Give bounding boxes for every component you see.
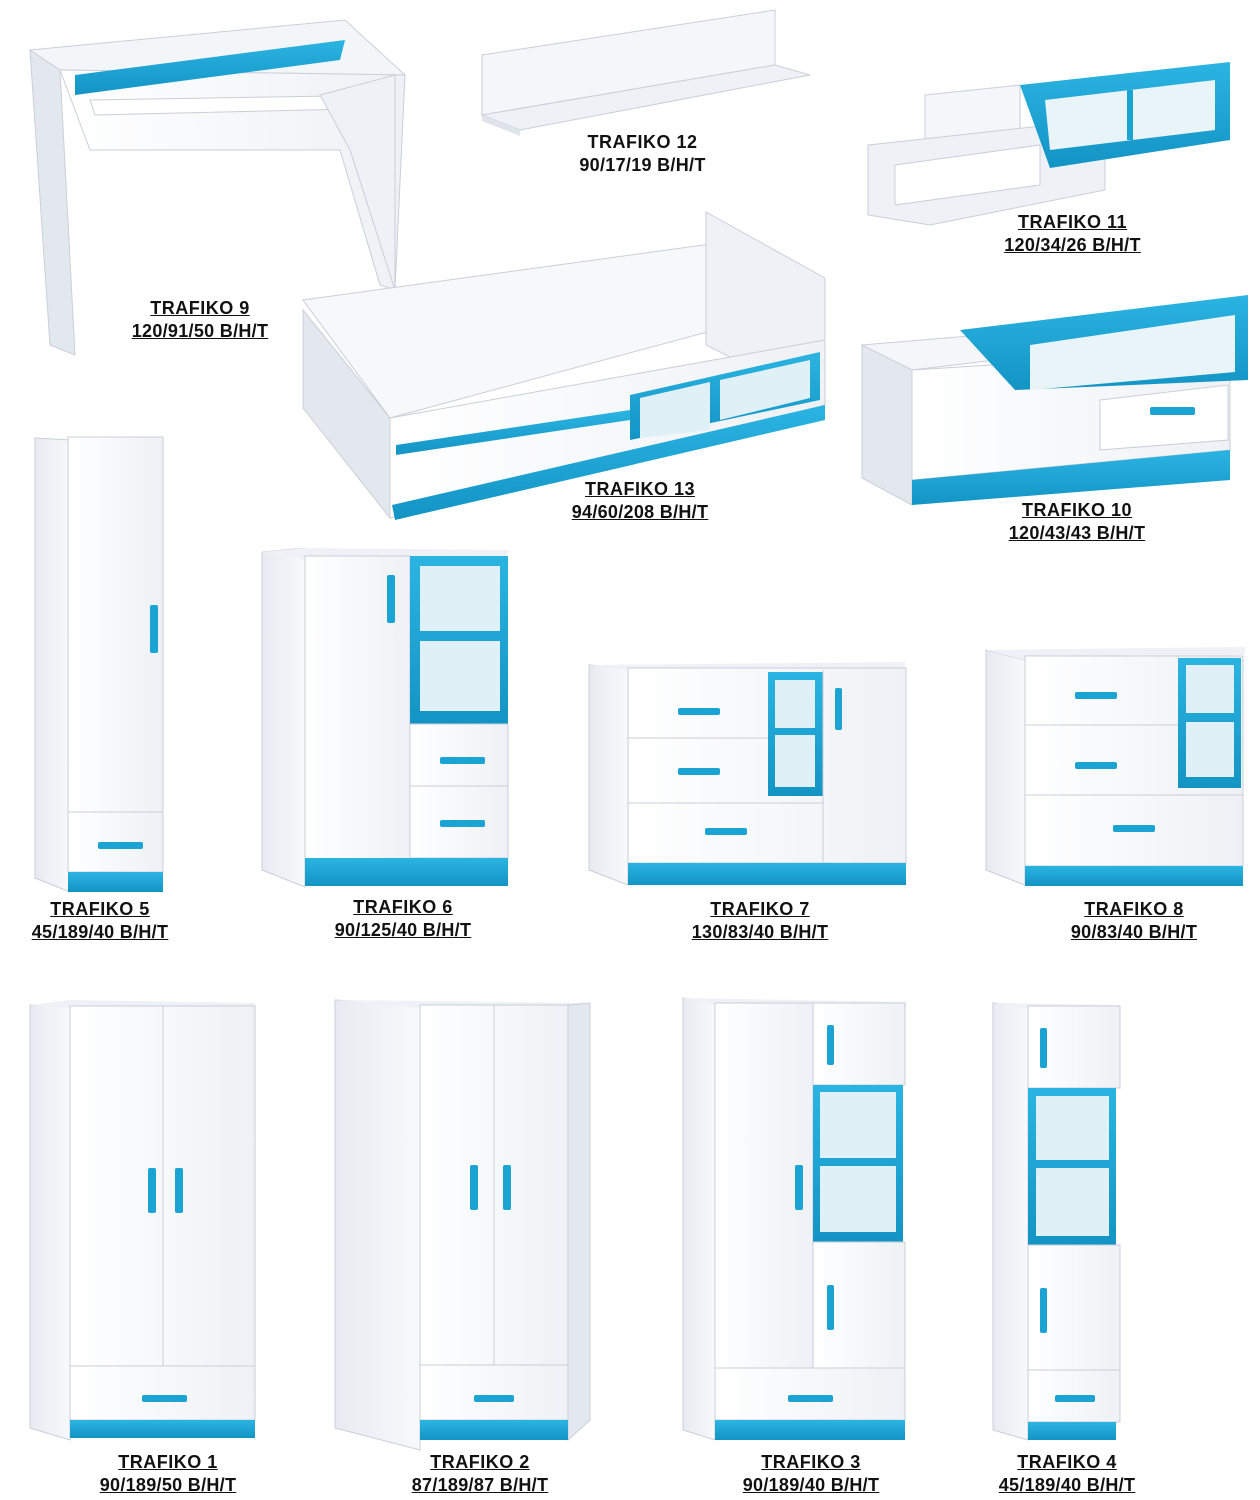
dresser-trafiko-8 xyxy=(985,647,1245,886)
product-name: TRAFIKO 4 xyxy=(1017,1452,1117,1472)
product-dimensions: 90/189/40 B/H/T xyxy=(742,1475,880,1495)
dresser-trafiko-7 xyxy=(588,662,907,886)
product-name: TRAFIKO 6 xyxy=(353,897,453,917)
product-name: TRAFIKO 8 xyxy=(1084,899,1184,919)
label-trafiko-5: TRAFIKO 5 45/189/40 B/H/T xyxy=(0,898,200,944)
product-name: TRAFIKO 2 xyxy=(430,1452,530,1472)
cabinet-trafiko-6 xyxy=(261,547,510,888)
wardrobe-trafiko-3 xyxy=(682,997,906,1441)
product-name: TRAFIKO 10 xyxy=(1021,500,1132,520)
product-name: TRAFIKO 13 xyxy=(584,479,695,499)
product-name: TRAFIKO 12 xyxy=(587,132,698,152)
product-name: TRAFIKO 11 xyxy=(1017,212,1128,232)
label-trafiko-10: TRAFIKO 10 120/43/43 B/H/T xyxy=(977,499,1177,545)
label-trafiko-2: TRAFIKO 2 87/189/87 B/H/T xyxy=(380,1451,580,1497)
product-dimensions: 90/125/40 B/H/T xyxy=(334,920,472,940)
product-dimensions: 120/91/50 B/H/T xyxy=(131,321,269,341)
bed-trafiko-13 xyxy=(302,211,827,520)
product-dimensions: 94/60/208 B/H/T xyxy=(571,502,709,522)
cabinet-trafiko-5 xyxy=(34,436,164,893)
product-name: TRAFIKO 1 xyxy=(118,1452,218,1472)
product-dimensions: 45/189/40 B/H/T xyxy=(31,922,169,942)
label-trafiko-3: TRAFIKO 3 90/189/40 B/H/T xyxy=(711,1451,911,1497)
corner-wardrobe-trafiko-2 xyxy=(334,999,591,1451)
cabinet-trafiko-4 xyxy=(992,1002,1121,1441)
label-trafiko-4: TRAFIKO 4 45/189/40 B/H/T xyxy=(967,1451,1167,1497)
product-name: TRAFIKO 5 xyxy=(50,899,150,919)
label-trafiko-12: TRAFIKO 12 90/17/19 B/H/T xyxy=(545,131,740,177)
label-trafiko-11: TRAFIKO 11 120/34/26 B/H/T xyxy=(975,211,1170,257)
product-name: TRAFIKO 9 xyxy=(150,298,250,318)
product-name: TRAFIKO 7 xyxy=(710,899,810,919)
desk-trafiko-9 xyxy=(28,19,407,356)
product-dimensions: 90/83/40 B/H/T xyxy=(1070,922,1198,942)
wall-shelf-trafiko-11 xyxy=(867,62,1230,226)
label-trafiko-9: TRAFIKO 9 120/91/50 B/H/T xyxy=(100,297,300,343)
product-dimensions: 120/43/43 B/H/T xyxy=(1008,523,1146,543)
label-trafiko-7: TRAFIKO 7 130/83/40 B/H/T xyxy=(660,898,860,944)
label-trafiko-1: TRAFIKO 1 90/189/50 B/H/T xyxy=(68,1451,268,1497)
label-trafiko-8: TRAFIKO 8 90/83/40 B/H/T xyxy=(1034,898,1234,944)
product-name: TRAFIKO 3 xyxy=(761,1452,861,1472)
product-dimensions: 120/34/26 B/H/T xyxy=(1004,235,1141,255)
shelf-trafiko-12 xyxy=(480,9,811,136)
product-dimensions: 87/189/87 B/H/T xyxy=(411,1475,549,1495)
product-dimensions: 45/189/40 B/H/T xyxy=(998,1475,1136,1495)
wardrobe-trafiko-1 xyxy=(29,1000,256,1441)
product-dimensions: 90/189/50 B/H/T xyxy=(99,1475,237,1495)
product-dimensions: 90/17/19 B/H/T xyxy=(579,155,706,175)
label-trafiko-13: TRAFIKO 13 94/60/208 B/H/T xyxy=(540,478,740,524)
tv-stand-trafiko-10 xyxy=(860,295,1249,506)
product-dimensions: 130/83/40 B/H/T xyxy=(691,922,829,942)
label-trafiko-6: TRAFIKO 6 90/125/40 B/H/T xyxy=(303,896,503,942)
